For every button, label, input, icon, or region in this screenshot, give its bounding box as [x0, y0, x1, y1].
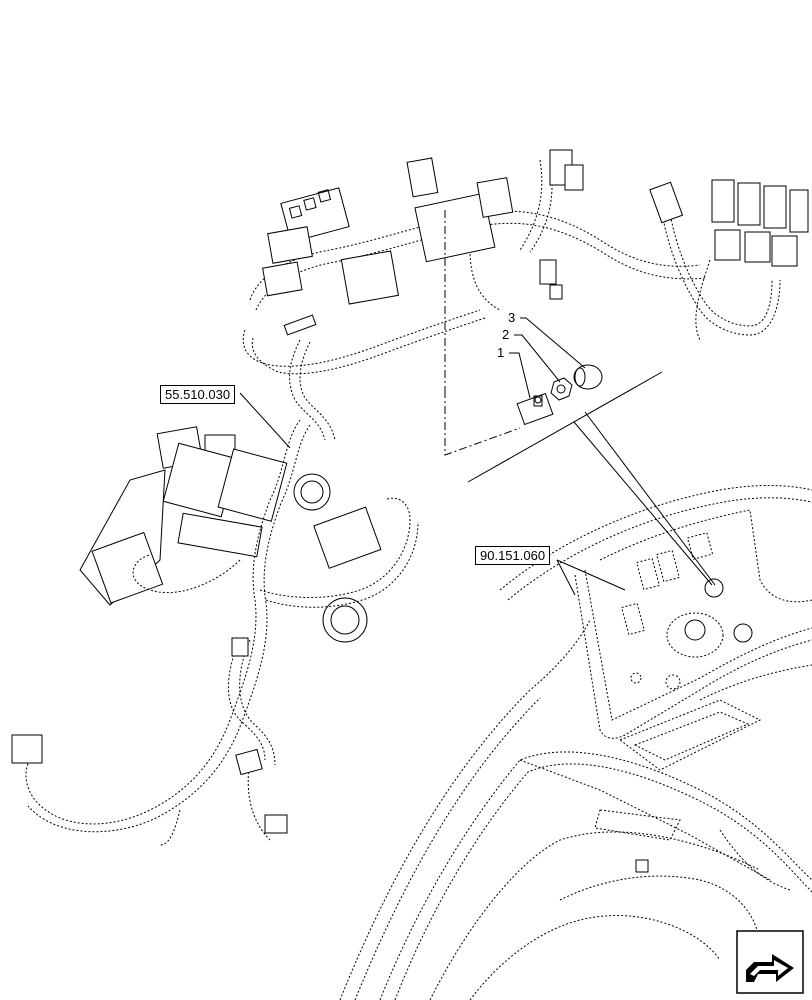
- leader-lines: [239, 317, 626, 596]
- part-1-switch: [516, 392, 554, 426]
- callout-2: 2: [502, 327, 510, 342]
- lower-left-harness: [11, 419, 419, 846]
- exploded-part-group: [444, 210, 716, 586]
- reference-55-510-030[interactable]: 55.510.030: [160, 385, 236, 404]
- reference-90-151-060[interactable]: 90.151.060: [475, 546, 551, 565]
- upper-connector-cluster: [262, 149, 809, 336]
- fuse-relay-box: [79, 426, 382, 643]
- dashboard-panel: [339, 485, 812, 1000]
- part-2-nut: [550, 377, 573, 401]
- callout-3: 3: [508, 310, 516, 325]
- part-3-knob: [573, 364, 603, 390]
- arrow-navigation-icon[interactable]: [736, 930, 804, 994]
- callout-1: 1: [497, 345, 505, 360]
